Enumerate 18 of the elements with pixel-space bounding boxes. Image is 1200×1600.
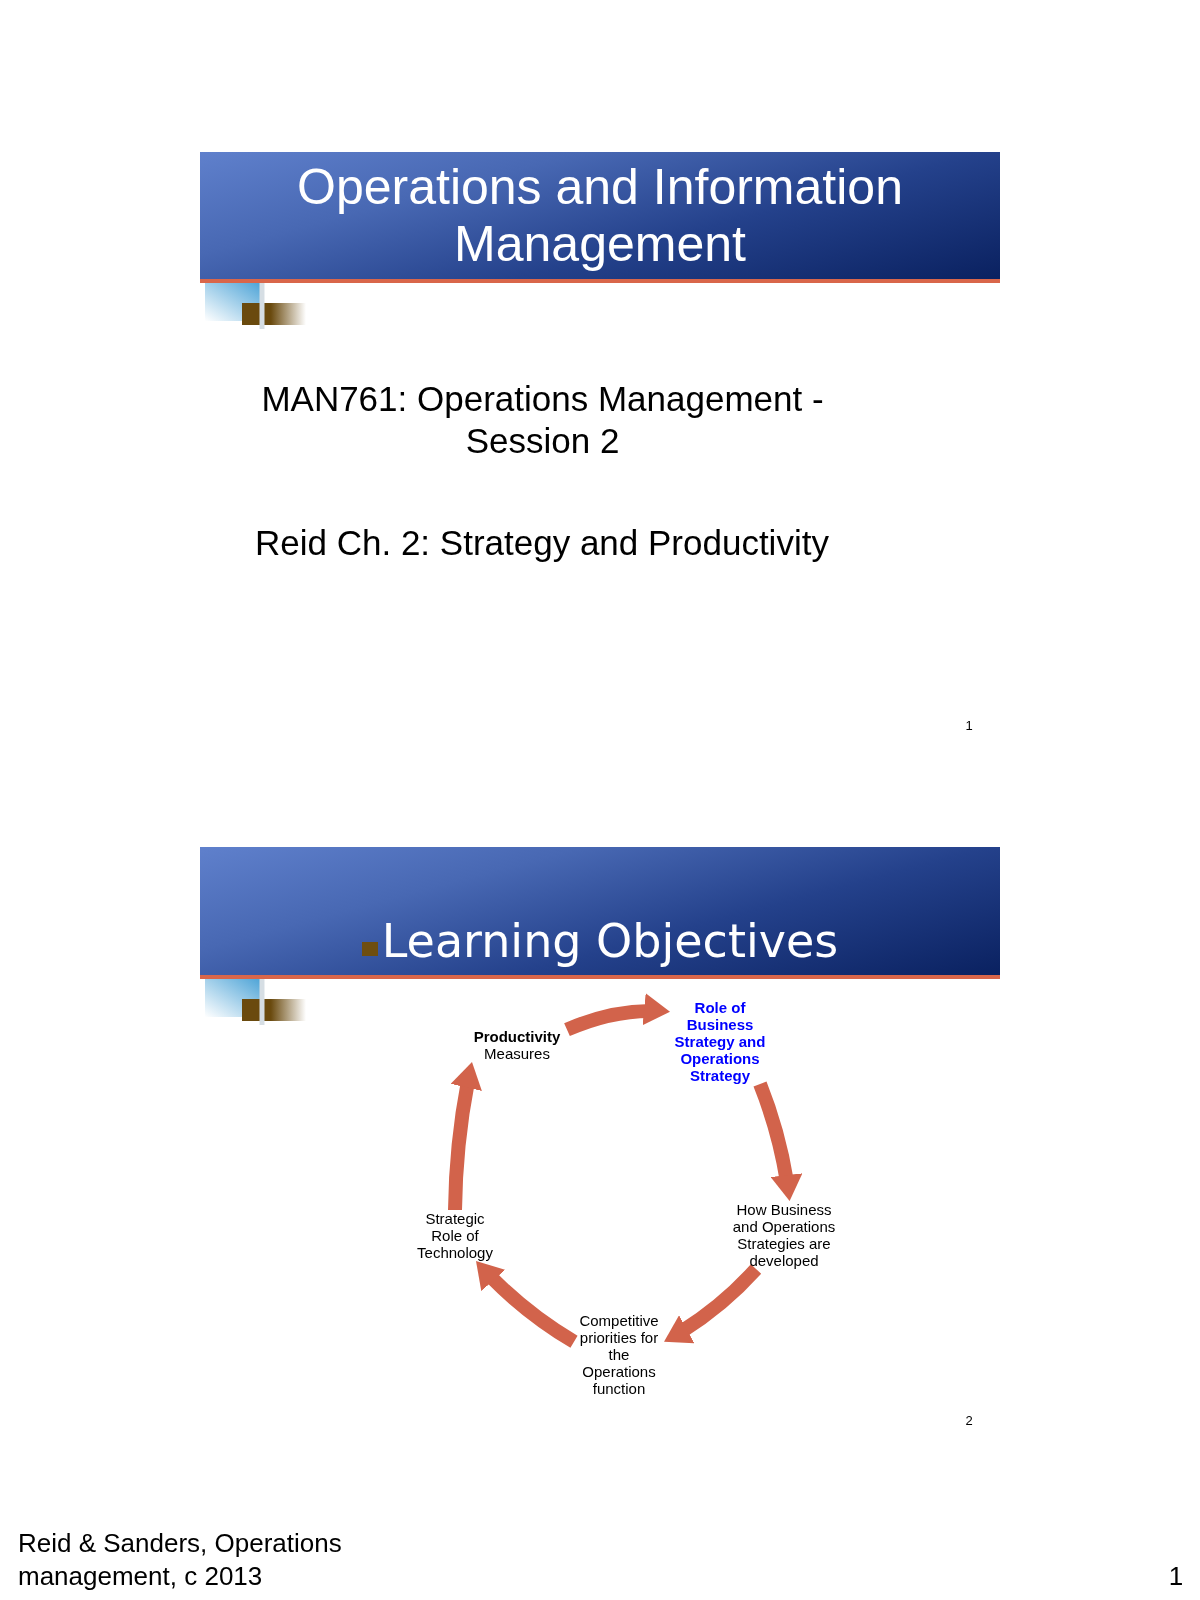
title-banner bbox=[200, 152, 1000, 283]
course-subtitle: MAN761: Operations Management - Session 2 bbox=[260, 378, 825, 462]
slide-number: 2 bbox=[964, 1413, 974, 1429]
title-banner bbox=[200, 847, 1000, 979]
slide-number: 1 bbox=[964, 718, 974, 734]
chapter-heading: Reid Ch. 2: Strategy and Productivity bbox=[255, 522, 830, 564]
cycle-step-label: How Business and Operations Strategies are developed bbox=[728, 1201, 840, 1269]
cycle-step-label: Competitive priorities for the Operations function bbox=[574, 1312, 664, 1397]
cycle-arrow bbox=[564, 993, 671, 1037]
page-number: 1 bbox=[1167, 1560, 1185, 1593]
cycle-step-label: Role of Business Strategy and Operations Strategy bbox=[670, 999, 770, 1084]
cycle-arrow bbox=[753, 1081, 803, 1202]
slide-title: Operations and Information Management bbox=[296, 158, 904, 273]
cycle-arrow bbox=[448, 1060, 483, 1211]
slide-title: Learning Objectives bbox=[381, 914, 839, 968]
source-citation: Reid & Sanders, Operations management, c 2013 bbox=[18, 1527, 343, 1593]
cycle-step-label: Strategic Role of Technology bbox=[413, 1210, 497, 1261]
cycle-step-label: Productivity Measures bbox=[467, 1028, 567, 1062]
